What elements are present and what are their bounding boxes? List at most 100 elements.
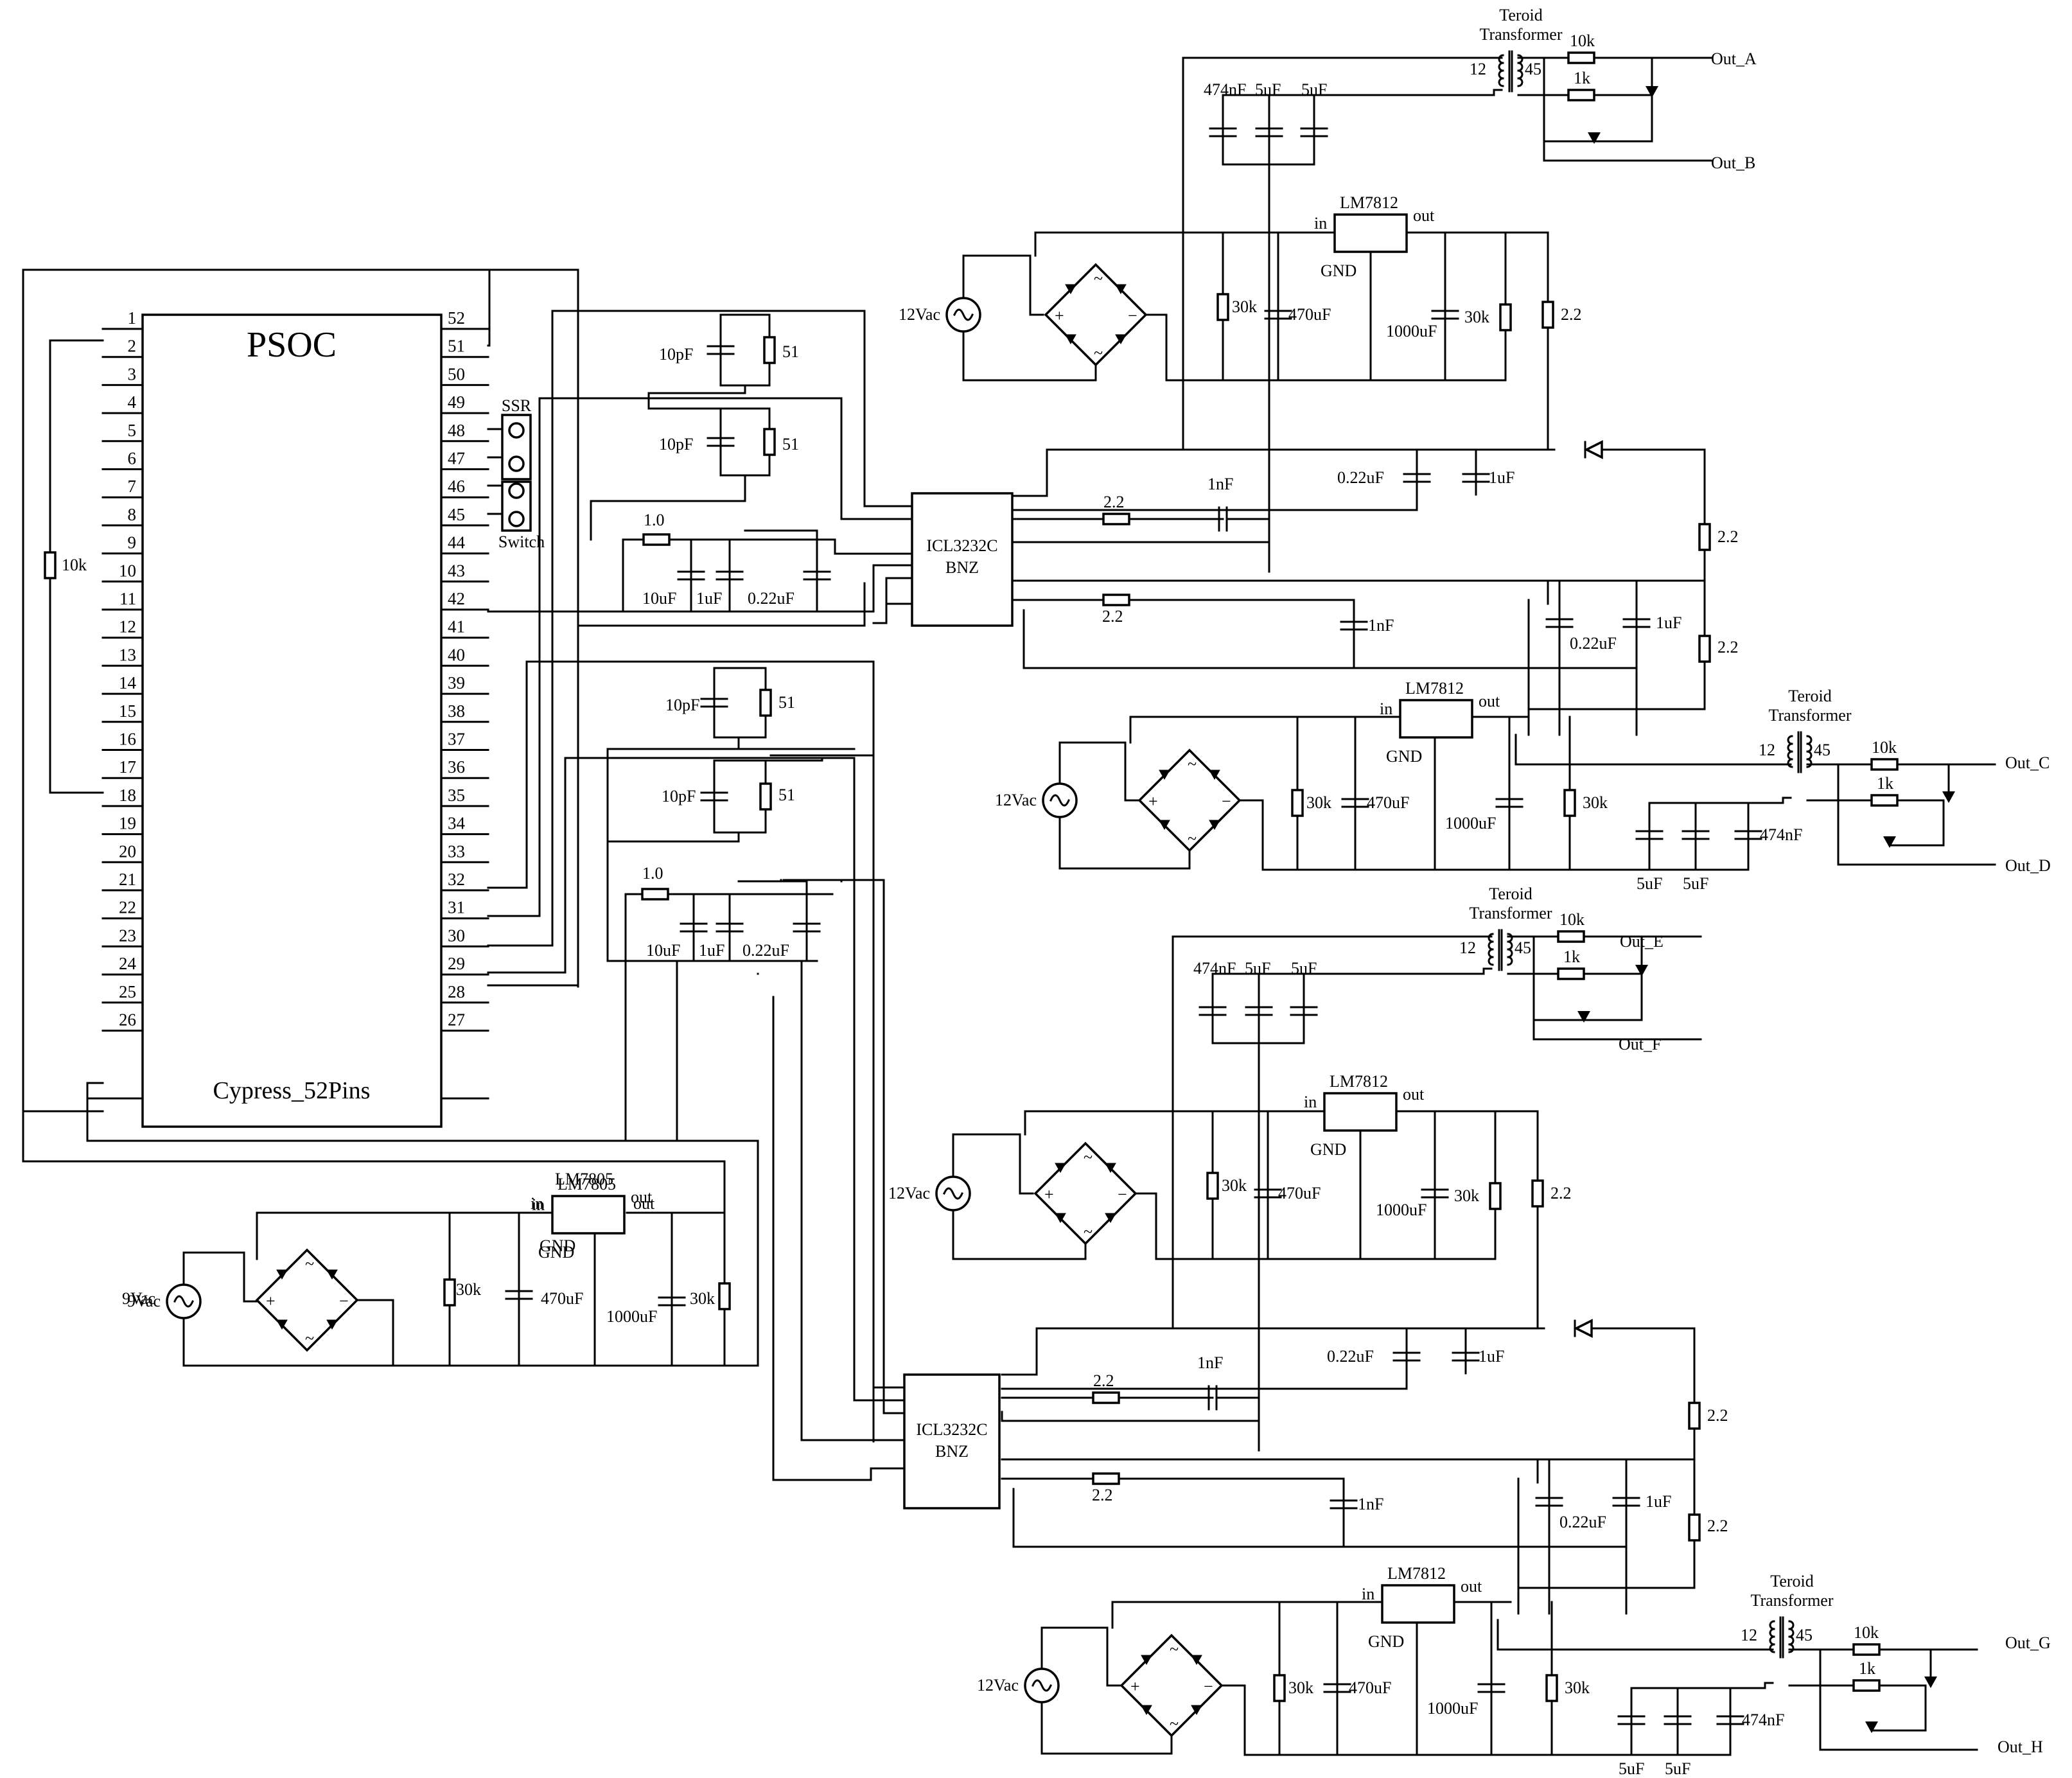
driver-ic-bottom[interactable]: ICL3232C BNZ [903,1373,1001,1510]
voltage-regulator [1399,699,1473,739]
psoc-pin-label: 1 [128,308,137,328]
resistor-label: 2.2 [1717,638,1739,656]
label-022uf: 0.22uF [748,589,795,608]
psoc-title: PSOC [247,325,337,365]
capacitor-label: 1000uF [1427,1699,1478,1718]
resistor-label: 10k [1570,31,1595,50]
label-gnd: GND [540,1237,575,1255]
psoc-pin-label: 15 [119,701,136,721]
regulator-out-label: out [1479,692,1500,710]
capacitor-label: 1000uF [1376,1201,1427,1219]
bridge-minus-mark: − [339,1292,349,1310]
capacitor-label: 1uF [1646,1492,1671,1511]
resistor [1852,1643,1881,1656]
switch-connector[interactable]: Switch [498,480,545,551]
bridge-diode [276,1269,288,1280]
wire [769,754,906,1389]
resistor-label: 1k [1563,947,1580,966]
capacitor-label: 1uF [1489,468,1514,487]
resistor [759,782,772,811]
psoc-pin-label: 27 [448,1010,465,1030]
capacitor-label: 5uF [1665,1759,1690,1778]
regulator-in-label: in [1314,214,1327,233]
voltage-regulator [1333,213,1408,253]
bridge-minus-mark: − [1204,1677,1213,1696]
capacitor-label: 1000uF [1386,322,1437,340]
resistor [1688,1513,1701,1542]
label-30k: 30k [690,1289,715,1308]
wire [1532,973,1643,1021]
ssr-label: SSR [502,396,532,415]
bridge-diode [1055,1213,1066,1224]
wire [626,1211,726,1249]
voltage-regulator [551,1195,626,1235]
wire [1497,1619,1774,1651]
bridge-diode [1209,820,1220,831]
resistor-label: 1k [1859,1659,1875,1678]
resistor-label: 2.2 [1103,493,1125,511]
out-b-label: Out_B [1711,154,1755,172]
resistor [1499,303,1512,331]
out-c-label: Out_C [2005,753,2050,772]
resistor [1216,293,1229,321]
wire [1129,599,1355,669]
regulator-gnd-label: GND [1386,747,1422,766]
bridge-plus-mark: + [1130,1677,1140,1696]
psoc-pin-label: 32 [448,870,465,889]
wire [1023,609,1638,669]
transformer-coil [1488,956,1494,966]
regulator-gnd-label: GND [1310,1140,1346,1159]
regulator-gnd-label: GND [1368,1632,1404,1651]
output-arrow [1883,836,1896,848]
bridge-plus-mark: + [1148,792,1158,811]
resistor [1102,594,1130,606]
psoc-pin-label: 2 [128,337,137,356]
label-470uf: 470uF [541,1289,583,1308]
bridge-plus-mark: + [266,1292,276,1310]
regulator-in-label: in [532,1195,545,1214]
label-30k: 30k [456,1280,481,1299]
bridge-diode [1191,1705,1202,1716]
label-1000uf: 1000uF [606,1307,657,1326]
psoc-pin-label: 13 [119,645,136,664]
wire [1134,1192,1497,1260]
psoc-pin-label: 47 [448,449,465,468]
resistor-label: 10k [1854,1623,1879,1642]
output-arrow [1635,965,1648,976]
output-arrow [1865,1721,1878,1733]
wire [487,310,913,947]
wire [182,1251,258,1303]
capacitor-label: 1000uF [1445,814,1496,832]
driver-ic-top[interactable]: ICL3232C BNZ [911,492,1014,627]
wire [487,397,913,917]
bridge-diode [1105,1163,1116,1174]
capacitor-label: 0.22uF [1327,1347,1374,1366]
voltage-regulator [1323,1092,1398,1132]
out-d-label: Out_D [2005,856,2051,875]
psoc-pin-label: 33 [448,841,465,861]
label-9vac: 9Vac [122,1289,155,1308]
transformer-label: Teroid [1499,6,1543,24]
psoc-pin-label: 4 [128,392,137,412]
capacitor-label: 5uF [1619,1759,1644,1778]
bridge-diode [1191,1655,1202,1666]
resistor [1102,513,1130,525]
resistor [763,428,776,456]
resistor [1870,758,1899,771]
psoc-pin-label: 20 [119,841,136,861]
resistor [642,533,671,546]
ac-source-wave [173,1295,194,1308]
wire [782,879,906,1414]
psoc-chip[interactable]: PSOC Cypress_52Pins [141,313,443,1128]
capacitor-label: 474nF [1742,1711,1784,1729]
wire [606,831,740,843]
wire [1035,1327,1408,1390]
transformer-coil [1517,77,1523,87]
label-in: in [531,1194,543,1213]
ssr-connector[interactable]: SSR [501,396,532,480]
psoc-pin-label: 14 [119,673,137,692]
wire [1532,935,1702,1041]
wire [744,529,818,613]
capacitor-label: 1uF [1656,613,1681,632]
resistor [1698,635,1711,663]
